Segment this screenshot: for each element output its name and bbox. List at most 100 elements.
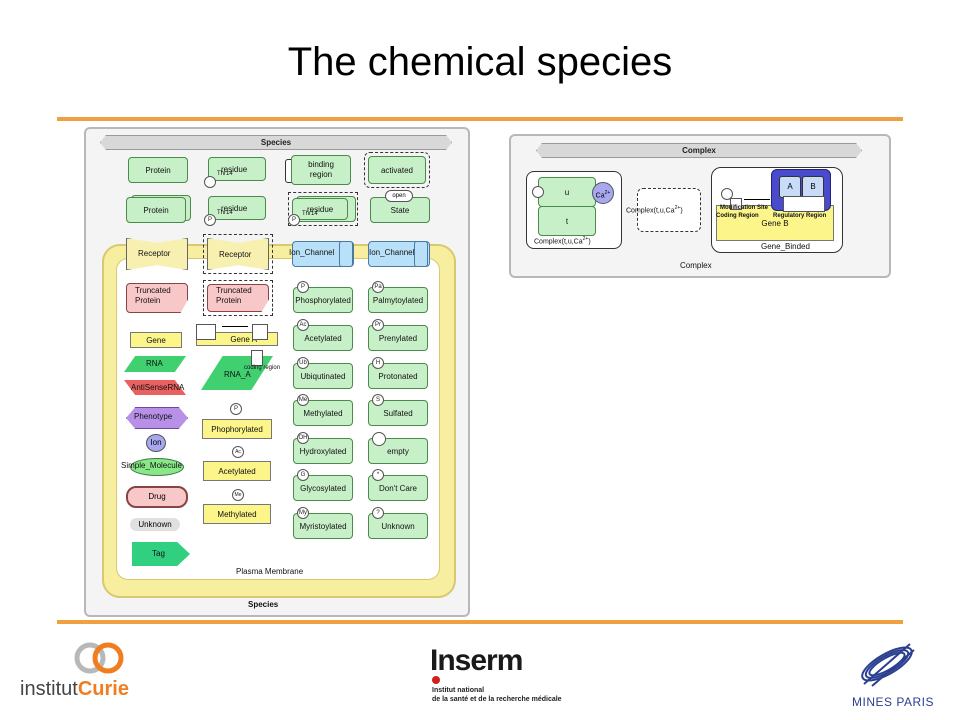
mod-c4-tag-circle-2: H bbox=[372, 357, 384, 369]
residue-protein-glyph: residue bbox=[208, 157, 266, 181]
complex-u-state-circle bbox=[532, 186, 544, 198]
mod-c3-tag-circle-1: Ac bbox=[297, 319, 309, 331]
gene-a-arrow bbox=[222, 326, 248, 327]
drug-glyph: Drug bbox=[126, 486, 188, 508]
ion-channel-port bbox=[339, 241, 353, 267]
complex-u-glyph: u bbox=[538, 177, 596, 207]
residue-site-1: Thr14 bbox=[217, 171, 233, 177]
activated-border bbox=[364, 152, 430, 188]
receptor-active-border bbox=[203, 234, 273, 274]
curie-logo-text: institutCurie bbox=[20, 678, 129, 701]
residue-site-2: Thr14 bbox=[217, 210, 233, 216]
unknown-glyph: Unknown bbox=[130, 518, 180, 531]
plasma-membrane-label: Plasma Membrane bbox=[236, 567, 304, 576]
residue-label-1: residue bbox=[221, 164, 248, 174]
residue-state-circle-1 bbox=[204, 176, 216, 188]
mod-c3-tag-circle-3: Me bbox=[297, 394, 309, 406]
mod-c4-tag-circle-3: S bbox=[372, 394, 384, 406]
gene-b-label: Gene B bbox=[761, 219, 789, 228]
mod-c3-tag-circle-6: My bbox=[297, 507, 309, 519]
curie-prefix: institut bbox=[20, 678, 78, 700]
phophorylated-glyph: Phophorylated bbox=[202, 419, 272, 439]
residue-multimer-glyph: residue bbox=[292, 198, 348, 220]
mod-c4-tag-circle-6: ? bbox=[372, 507, 384, 519]
mod-c3-tag-circle-5: G bbox=[297, 469, 309, 481]
protein-a-glyph: A bbox=[779, 176, 801, 198]
mod-c4-tag-circle-1: Pr bbox=[372, 319, 384, 331]
simple-molecule-glyph bbox=[130, 458, 184, 476]
complex-middle-box bbox=[637, 188, 701, 232]
state-glyph: State bbox=[370, 197, 430, 223]
residue-label-2: residue bbox=[221, 203, 248, 213]
rna-a-region-label: coding region bbox=[244, 365, 281, 371]
ion-channel-label: Ion_Channel bbox=[289, 248, 335, 257]
protein-glyph: Protein bbox=[128, 157, 188, 183]
gene-glyph: Gene bbox=[130, 332, 182, 348]
tag-label: Tag bbox=[152, 549, 165, 558]
mod-c4-tag-circle-4 bbox=[372, 432, 386, 446]
rna-a-region-box bbox=[251, 350, 263, 366]
regulatory-region-label: Regulatory Region bbox=[773, 213, 827, 219]
methylated-yellow-glyph: Methylated bbox=[203, 504, 271, 524]
coding-region-label: Coding Region bbox=[716, 213, 759, 219]
residue-label-3: residue bbox=[307, 204, 334, 214]
complex-left-caption: Complex(t,u,Ca2+) bbox=[534, 236, 591, 245]
species-footer: Species bbox=[248, 600, 279, 609]
inserm-line1: Institut national bbox=[432, 687, 485, 694]
curie-name: Curie bbox=[77, 678, 129, 700]
receptor-label: Receptor bbox=[138, 249, 171, 258]
phenotype-label: Phenotype bbox=[134, 412, 173, 421]
complex-footer: Complex bbox=[680, 261, 712, 270]
coding-region-box bbox=[730, 198, 742, 210]
complex-left-caption-text: Complex(t,u,Ca bbox=[534, 238, 583, 246]
top-orange-rule bbox=[57, 117, 903, 121]
protein-b-glyph: B bbox=[802, 176, 824, 198]
rna-a-label: RNA_A bbox=[224, 370, 251, 379]
receptor-active-label: Receptor bbox=[219, 250, 252, 259]
mod-circle-c2-1: Ac bbox=[232, 446, 244, 458]
truncated-protein-glyph bbox=[126, 283, 188, 313]
rna-label: RNA bbox=[146, 359, 163, 368]
mod-c4-glyph-1: Prenylated bbox=[368, 325, 428, 351]
complex-left-caption-sup: 2+ bbox=[582, 236, 589, 242]
residue-p-circle-3: P bbox=[288, 214, 300, 226]
simple-molecule-label: Simple_Molecule bbox=[121, 461, 182, 470]
modification-site-circle bbox=[721, 188, 733, 200]
calcium-charge: 2+ bbox=[604, 190, 611, 196]
regulatory-region-box bbox=[783, 196, 825, 212]
gene-b-arrow bbox=[744, 199, 770, 200]
ion-glyph: Ion bbox=[146, 434, 166, 452]
phenotype-glyph bbox=[126, 407, 188, 429]
mod-c4-tag-circle-5: * bbox=[372, 469, 384, 481]
antisense-rna-label: AntiSenseRNA bbox=[131, 383, 185, 392]
complex-middle-sup: 2+ bbox=[674, 205, 681, 211]
complex-middle-label: Complex(t,u,Ca2+) bbox=[626, 205, 683, 214]
calcium-label: Ca bbox=[595, 192, 605, 200]
truncated-active-border bbox=[203, 280, 273, 316]
calcium-ion-glyph: Ca2+ bbox=[592, 182, 614, 204]
species-header: Species bbox=[100, 135, 452, 150]
mod-c3-tag-circle-4: OH bbox=[297, 432, 309, 444]
ion-channel-port-2 bbox=[414, 241, 428, 267]
inserm-red-dot bbox=[432, 676, 440, 684]
residue-site-3: Thr14 bbox=[302, 211, 318, 217]
state-open-tag: open bbox=[385, 190, 413, 202]
residue-p-circle: P bbox=[204, 214, 216, 226]
mod-c3-tag-circle-2: Ub bbox=[297, 357, 309, 369]
rna-glyph bbox=[124, 356, 186, 372]
truncated-active-glyph bbox=[207, 284, 269, 312]
ion-channel-label-2: Ion_Channel bbox=[369, 248, 415, 257]
truncated-protein-label: Truncated Protein bbox=[135, 286, 171, 305]
activated-glyph: activated bbox=[368, 156, 426, 184]
gene-a-region-right bbox=[252, 324, 268, 340]
complex-header: Complex bbox=[536, 143, 862, 158]
bottom-orange-rule bbox=[57, 620, 903, 624]
curie-rings-logo bbox=[74, 642, 124, 674]
complex-left-caption-end: ) bbox=[588, 238, 591, 246]
protein-multimer-glyph: Protein bbox=[126, 197, 186, 223]
complex-middle-text: Complex(t,u,Ca bbox=[626, 207, 675, 215]
truncated-active-label: Truncated Protein bbox=[216, 286, 252, 305]
antisense-rna-glyph bbox=[124, 380, 186, 395]
residue-protein-glyph-2: residue bbox=[208, 196, 266, 220]
acetylated-yellow-glyph: Acetylated bbox=[203, 461, 271, 481]
